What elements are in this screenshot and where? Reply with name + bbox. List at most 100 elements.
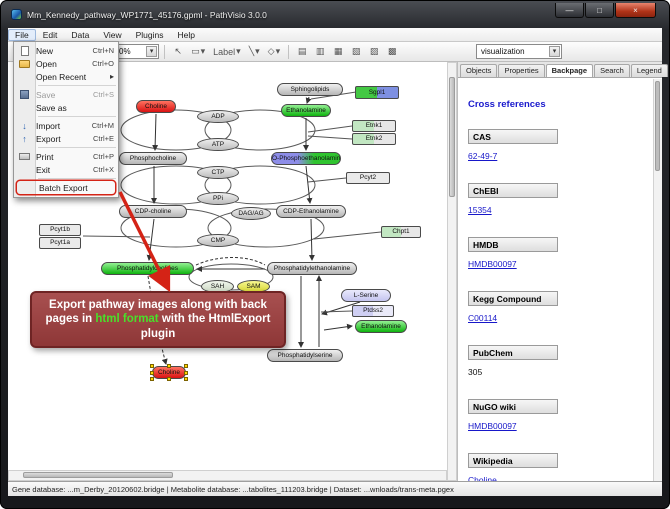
tab-backpage[interactable]: Backpage xyxy=(545,64,594,77)
tab-properties[interactable]: Properties xyxy=(498,64,545,77)
visualization-combobox[interactable]: visualization ▾ xyxy=(476,44,562,59)
selection-handle[interactable] xyxy=(184,370,188,375)
tab-legend[interactable]: Legend xyxy=(630,64,668,77)
selection-tool-button[interactable]: ↖ xyxy=(174,46,182,56)
pathway-node-pcyt1a[interactable]: Pcyt1a xyxy=(39,237,81,249)
pathway-node-choline[interactable]: Choline xyxy=(136,100,176,113)
scrollbar-thumb[interactable] xyxy=(23,472,173,478)
print-icon xyxy=(17,153,32,160)
selection-handle[interactable] xyxy=(184,377,188,381)
menu-data[interactable]: Data xyxy=(71,29,90,40)
xref-header: HMDB xyxy=(468,237,558,252)
pathway-node-ptdss2[interactable]: Ptdss2 xyxy=(352,305,394,317)
selection-handle[interactable] xyxy=(184,364,188,368)
line-tool-button[interactable]: ╲▾ xyxy=(246,44,263,60)
export-icon: ↑ xyxy=(22,133,27,144)
menu-separator xyxy=(38,116,116,117)
pathway-node-pcyt1b[interactable]: Pcyt1b xyxy=(39,224,81,236)
xref-header: NuGO wiki xyxy=(468,399,558,414)
pathway-node-cmp[interactable]: CMP xyxy=(197,234,239,247)
selection-handle[interactable] xyxy=(150,364,154,368)
open-folder-icon xyxy=(17,59,32,68)
menu-plugins[interactable]: Plugins xyxy=(135,29,164,40)
backpage-content: Cross references CAS 62-49-7 ChEBI 15354… xyxy=(458,79,653,481)
pathway-node-cdp-choline[interactable]: CDP-choline xyxy=(119,205,187,218)
xref-link[interactable]: C00114 xyxy=(468,313,498,323)
xref-link[interactable]: 62-49-7 xyxy=(468,151,498,161)
pathway-node-adp[interactable]: ADP xyxy=(197,110,239,123)
tab-search[interactable]: Search xyxy=(594,64,630,77)
pathway-node-phosphatidylcholines[interactable]: Phosphatidylcholines xyxy=(101,262,194,275)
pathway-node-ppi[interactable]: PPi xyxy=(197,192,239,205)
xref-link[interactable]: 15354 xyxy=(468,205,492,215)
menu-help[interactable]: Help xyxy=(177,29,195,40)
visualization-value: visualization xyxy=(481,47,525,56)
pathvisio-logo-icon xyxy=(11,9,22,20)
pathway-node-pcyt2[interactable]: Pcyt2 xyxy=(346,172,390,184)
xref-link[interactable]: HMDB00097 xyxy=(468,259,517,269)
pathway-node-sphingolipids[interactable]: Sphingolipids xyxy=(277,83,343,96)
pathway-node-l-serine[interactable]: L-Serine xyxy=(341,289,391,302)
title-bar[interactable]: Mm_Kennedy_pathway_WP1771_45176.gpml - P… xyxy=(8,3,662,26)
pathway-node-phosphatidylethanolamine[interactable]: Phosphatidylethanolamine xyxy=(267,262,357,275)
menu-file[interactable]: File xyxy=(8,28,36,41)
minimize-button[interactable]: — xyxy=(555,3,584,18)
menu-item-exit[interactable]: Exit Ctrl+X xyxy=(36,164,114,175)
pathway-node-ethanolamine[interactable]: Ethanolamine xyxy=(281,104,331,117)
xref-link[interactable]: HMDB00097 xyxy=(468,421,517,431)
xref-section-pubchem: PubChem 305 xyxy=(468,345,653,380)
menu-view[interactable]: View xyxy=(103,29,122,40)
pathway-node-etnk1[interactable]: Etnk1 xyxy=(352,120,396,132)
same-height-button[interactable]: ▩ xyxy=(387,46,397,56)
align-horizontal-button[interactable]: ▤ xyxy=(297,46,307,56)
pathway-node-sgpl1[interactable]: Sgpl1 xyxy=(355,86,399,99)
shape-tool-button[interactable]: ◇▾ xyxy=(265,44,283,60)
pathway-node-o-phosphoethanolamine[interactable]: O-Phosphoethanolamine xyxy=(271,152,341,165)
pathway-node-cdp-ethanolamine[interactable]: CDP-Ethanolamine xyxy=(276,205,346,218)
maximize-button[interactable]: □ xyxy=(585,3,614,18)
xref-link[interactable]: Choline xyxy=(468,475,497,481)
canvas-vertical-scrollbar[interactable] xyxy=(447,62,457,481)
pathway-node-ethanolamine[interactable]: Ethanolamine xyxy=(355,320,407,333)
scrollbar-thumb[interactable] xyxy=(449,77,455,197)
menu-item-save[interactable]: Save Ctrl+S xyxy=(14,88,118,101)
pathway-node-phosphatidylserine[interactable]: Phosphatidylserine xyxy=(267,349,343,362)
align-vertical-button[interactable]: ▥ xyxy=(315,46,325,56)
pathway-node-chpt1[interactable]: Chpt1 xyxy=(381,226,421,238)
menu-item-export[interactable]: ↑ Export Ctrl+E xyxy=(14,132,118,145)
pathway-node-phosphocholine[interactable]: Phosphocholine xyxy=(119,152,187,165)
menu-separator xyxy=(38,147,116,148)
menu-item-open-recent[interactable]: Open Recent ▸ xyxy=(36,71,114,82)
close-button[interactable]: × xyxy=(615,3,656,18)
menu-item-new[interactable]: New Ctrl+N xyxy=(14,44,118,57)
menu-item-batch-export[interactable]: Batch Export xyxy=(17,181,115,194)
chevron-down-icon[interactable]: ▾ xyxy=(146,46,158,57)
chevron-down-icon[interactable]: ▾ xyxy=(549,46,560,57)
pathway-node-ctp[interactable]: CTP xyxy=(197,166,239,179)
same-width-button[interactable]: ▨ xyxy=(369,46,379,56)
menu-item-open[interactable]: Open Ctrl+O xyxy=(14,57,118,70)
pathway-node-choline[interactable]: Choline xyxy=(150,364,188,381)
menu-edit[interactable]: Edit xyxy=(42,29,58,40)
sidebar-scrollbar[interactable] xyxy=(653,79,662,481)
datanode-tool-button[interactable]: ▭▾ xyxy=(188,44,208,60)
menu-item-import[interactable]: ↓ Import Ctrl+M xyxy=(14,119,118,132)
selection-handle[interactable] xyxy=(167,364,171,368)
import-icon: ↓ xyxy=(22,120,27,131)
status-bar: Gene database: ...m_Derby_20120602.bridg… xyxy=(8,481,662,496)
selection-handle[interactable] xyxy=(150,370,154,375)
pathway-node-etnk2[interactable]: Etnk2 xyxy=(352,133,396,145)
menu-item-save-as[interactable]: Save as xyxy=(36,102,67,113)
distribute-horizontal-button[interactable]: ▦ xyxy=(333,46,343,56)
toolbar: Zoom: 100%▾ ↖ ▭▾ Label▾ ╲▾ ◇▾ ▤ ▥ ▦ ▧ ▨ … xyxy=(8,42,662,62)
canvas-horizontal-scrollbar[interactable] xyxy=(8,470,447,481)
tab-objects[interactable]: Objects xyxy=(460,64,498,77)
label-tool-button[interactable]: Label▾ xyxy=(210,44,244,60)
pathway-node-atp[interactable]: ATP xyxy=(197,138,239,151)
scrollbar-thumb[interactable] xyxy=(655,81,660,171)
pathway-node-dag-ag[interactable]: DAG/AG xyxy=(231,207,271,220)
selection-handle[interactable] xyxy=(150,377,154,381)
menu-item-print[interactable]: Print Ctrl+P xyxy=(14,150,118,163)
distribute-vertical-button[interactable]: ▧ xyxy=(351,46,361,56)
selection-handle[interactable] xyxy=(167,377,171,381)
